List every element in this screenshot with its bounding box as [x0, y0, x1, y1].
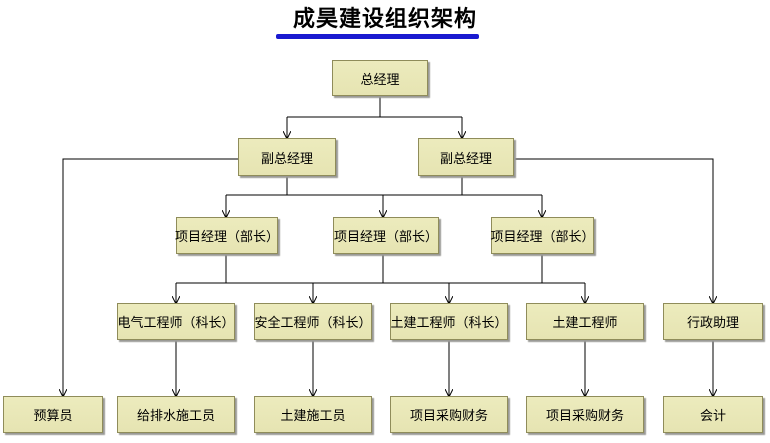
- node-procurement-finance-1: 项目采购财务: [390, 396, 508, 433]
- node-plumbing-worker: 给排水施工员: [117, 396, 235, 433]
- node-accountant: 会计: [663, 396, 763, 433]
- connector-to-budget: [63, 158, 238, 396]
- connector-to-admin: [514, 158, 713, 303]
- chart-title: 成昊建设组织架构: [292, 7, 477, 32]
- node-civil-worker: 土建施工员: [254, 396, 372, 433]
- node-procurement-finance-2: 项目采购财务: [526, 396, 644, 433]
- title-underline: [276, 34, 479, 39]
- node-civil-engineer-chief: 土建工程师（科长）: [390, 303, 508, 340]
- node-civil-engineer: 土建工程师: [526, 303, 644, 340]
- node-admin-assistant: 行政助理: [663, 303, 763, 340]
- node-general-manager: 总经理: [332, 60, 428, 96]
- node-budget-officer: 预算员: [3, 396, 103, 433]
- node-deputy-manager-left: 副总经理: [238, 138, 336, 176]
- node-deputy-manager-right: 副总经理: [418, 138, 514, 176]
- node-project-manager-1: 项目经理（部长）: [175, 217, 279, 254]
- node-project-manager-2: 项目经理（部长）: [333, 217, 439, 254]
- node-project-manager-3: 项目经理（部长）: [491, 217, 595, 254]
- node-safety-engineer: 安全工程师（科长）: [254, 303, 372, 340]
- node-electrical-engineer: 电气工程师（科长）: [117, 303, 235, 340]
